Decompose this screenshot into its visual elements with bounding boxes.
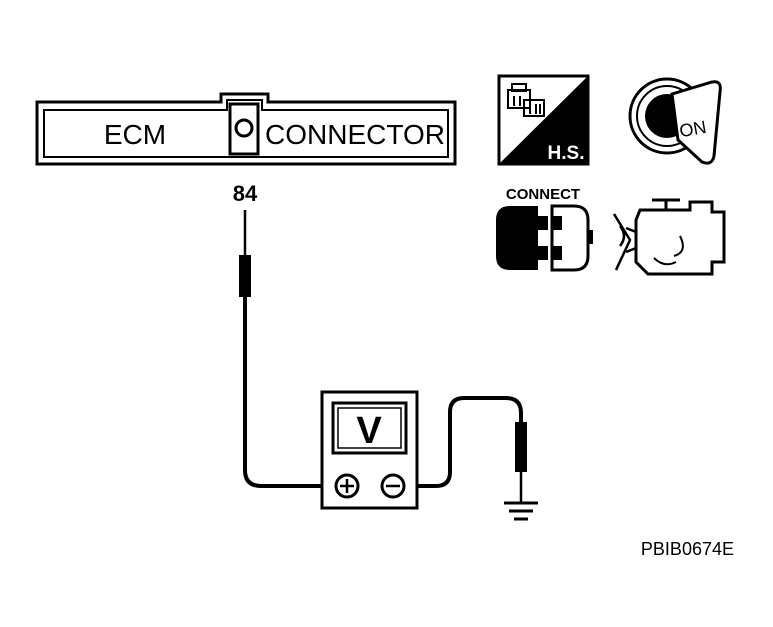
connect-icon: CONNECT — [496, 186, 593, 272]
harness-side-icon: H.S. — [497, 74, 590, 166]
ground-symbol-icon — [504, 501, 538, 521]
positive-lead-wire — [243, 297, 336, 488]
test-wiring — [239, 210, 527, 502]
connector-left-label: ECM — [104, 119, 166, 150]
positive-probe — [239, 255, 251, 297]
figure-code-label: PBIB0674E — [641, 539, 734, 559]
voltmeter-display — [331, 401, 408, 455]
ecm-connector: ECM CONNECTOR — [35, 92, 457, 166]
ignition-on-icon: ON — [628, 77, 722, 165]
ignition-on-label: ON — [678, 117, 708, 141]
negative-lead-wire — [404, 396, 523, 488]
engine-running-icon — [612, 198, 726, 276]
voltmeter-reading-label: V — [356, 410, 382, 452]
voltmeter: V — [320, 390, 419, 510]
connector-inner-outline — [43, 99, 449, 158]
connector-right-label: CONNECTOR — [265, 119, 445, 150]
harness-side-label: H.S. — [548, 143, 585, 164]
connector-pin-hole — [234, 118, 254, 138]
negative-probe — [515, 422, 527, 472]
pin-number-label: 84 — [233, 181, 258, 206]
connect-label: CONNECT — [506, 186, 580, 203]
